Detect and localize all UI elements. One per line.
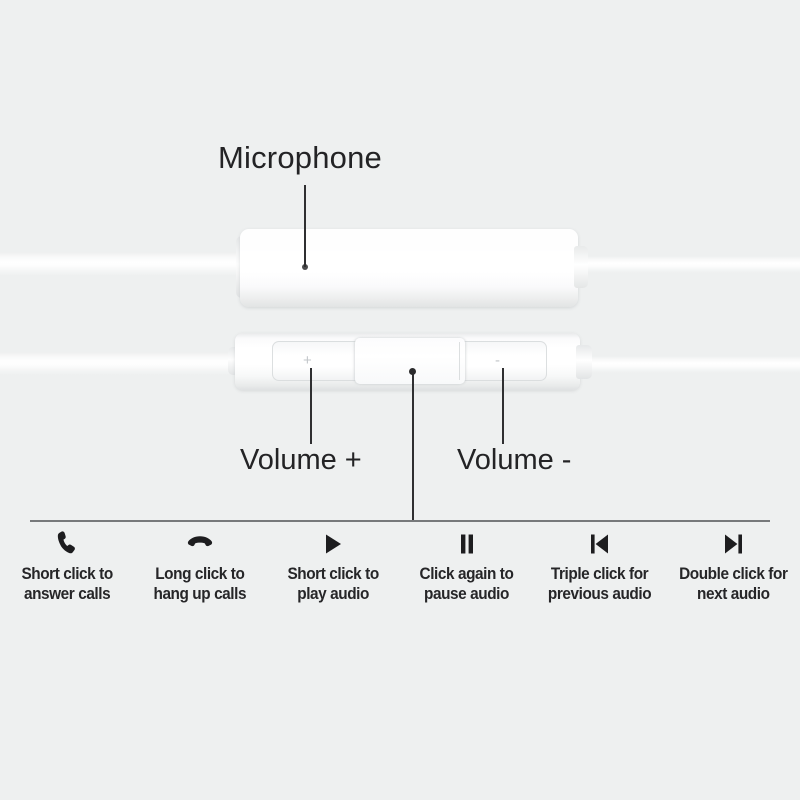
phone-hangup-icon [183,527,217,561]
microphone-end-collar-right [574,246,588,288]
label-volume-down: Volume - [457,444,572,476]
legend-caption: Long click to hang up calls [153,565,247,604]
gesture-legend: Short click to answer calls Long click t… [0,527,800,604]
legend-item-pause-audio[interactable]: Click again to pause audio [400,527,533,604]
volume-down-engraving-icon: - [495,352,500,369]
microphone-module-body [240,229,578,307]
legend-caption: Double click for next audio [679,565,788,604]
legend-caption: Click again to pause audio [419,565,514,604]
legend-caption: Short click to play audio [287,565,380,604]
cable-segment-upper-right [572,256,800,273]
leader-line-microphone [304,185,306,267]
previous-track-icon [586,527,614,561]
legend-item-answer-call[interactable]: Short click to answer calls [0,527,133,604]
legend-item-play-audio[interactable]: Short click to play audio [267,527,400,604]
legend-divider [30,520,770,522]
cable-segment-lower-right [575,356,800,373]
cable-segment-lower-left [0,352,245,375]
volume-up-engraving-icon: + [303,352,312,369]
label-volume-up: Volume + [240,444,362,476]
legend-item-next-audio[interactable]: Double click for next audio [667,527,800,604]
microphone-pinhole-icon [302,264,308,270]
legend-caption: Triple click for previous audio [548,565,652,604]
leader-dot-center-button [409,368,416,375]
remote-panel-seam [459,342,460,380]
play-icon [320,527,346,561]
next-track-icon [719,527,747,561]
phone-handset-icon [52,527,82,561]
leader-line-volume-down [502,368,504,444]
leader-line-volume-up [310,368,312,444]
label-microphone: Microphone [218,140,382,175]
center-multifunction-button[interactable] [355,338,465,384]
cable-segment-upper-left [0,252,250,276]
legend-caption: Short click to answer calls [20,565,113,604]
remote-end-cap-left [228,347,238,375]
legend-item-previous-audio[interactable]: Triple click for previous audio [533,527,666,604]
remote-cable-strain-relief [576,345,592,379]
legend-item-hang-up-call[interactable]: Long click to hang up calls [133,527,266,604]
pause-icon [455,527,479,561]
leader-line-center-button [412,372,414,520]
